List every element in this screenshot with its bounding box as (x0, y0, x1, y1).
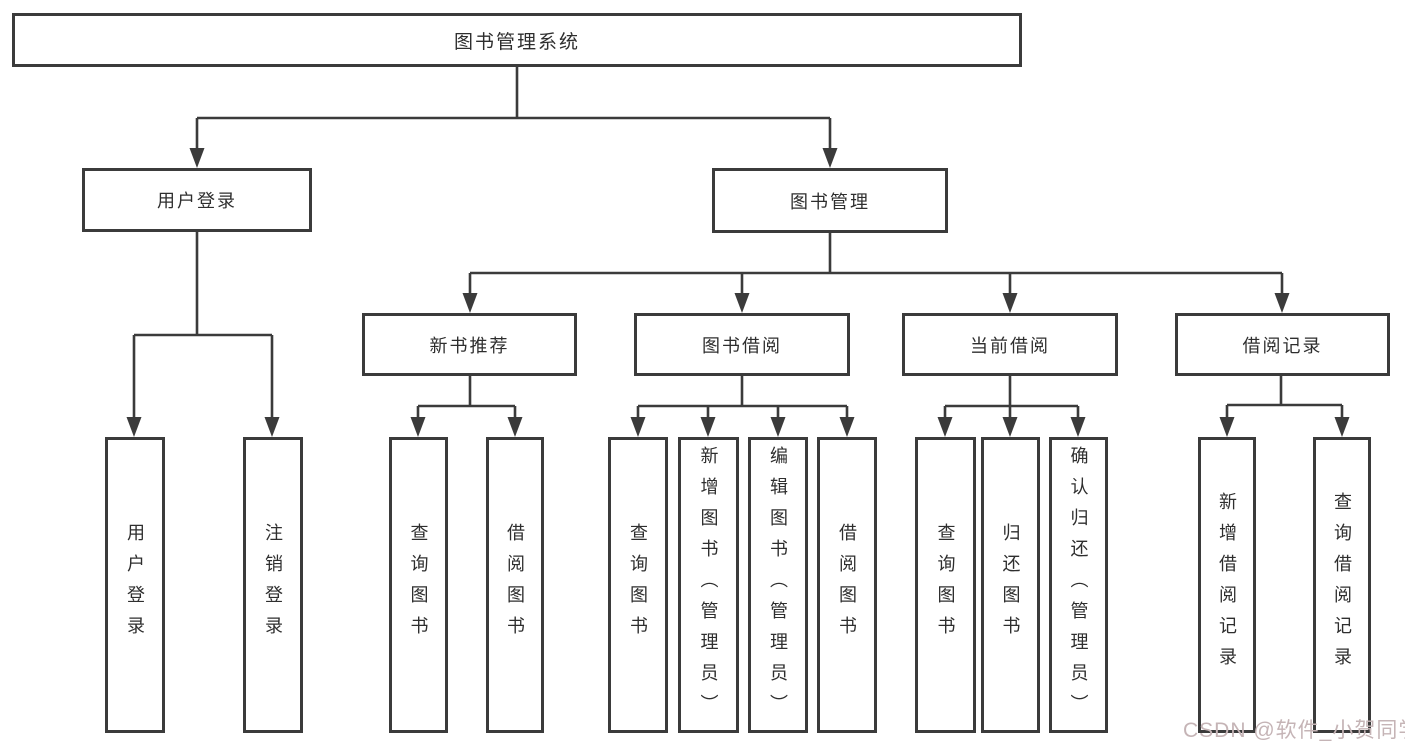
leaf-bb-query-book: 查询图书 (608, 437, 668, 733)
leaf-bb-borrow-book: 借阅图书 (817, 437, 877, 733)
node-current-borrow-label: 当前借阅 (970, 335, 1050, 356)
leaf-bb-add-book-admin-label: 新增图书（管理员） (698, 445, 719, 725)
leaf-nbr-borrow-book: 借阅图书 (486, 437, 544, 733)
node-root-system: 图书管理系统 (12, 13, 1022, 67)
node-borrow-record: 借阅记录 (1175, 313, 1390, 376)
leaf-br-add-record: 新增借阅记录 (1198, 437, 1256, 733)
leaf-bb-query-book-label: 查询图书 (628, 523, 648, 647)
node-new-book-recommend: 新书推荐 (362, 313, 577, 376)
leaf-cb-query-book-label: 查询图书 (935, 523, 956, 647)
node-book-borrow-label: 图书借阅 (702, 335, 782, 356)
leaf-nbr-borrow-book-label: 借阅图书 (505, 523, 525, 647)
leaf-cb-return-book: 归还图书 (981, 437, 1040, 733)
node-user-login-label: 用户登录 (157, 191, 237, 211)
leaf-cb-confirm-return-admin-label: 确认归还（管理员） (1068, 445, 1089, 725)
node-borrow-record-label: 借阅记录 (1242, 335, 1323, 356)
leaf-logout: 注销登录 (243, 437, 303, 733)
csdn-watermark: CSDN @软件_小贺同学 (1183, 719, 1405, 742)
leaf-bb-add-book-admin: 新增图书（管理员） (678, 437, 739, 733)
node-user-login: 用户登录 (82, 168, 312, 232)
leaf-bb-edit-book-admin-label: 编辑图书（管理员） (768, 445, 788, 725)
leaf-user-login-label: 用户登录 (125, 523, 145, 647)
leaf-cb-query-book: 查询图书 (915, 437, 976, 733)
leaf-nbr-query-book-label: 查询图书 (408, 523, 429, 647)
leaf-bb-edit-book-admin: 编辑图书（管理员） (748, 437, 808, 733)
leaf-br-query-record-label: 查询借阅记录 (1332, 492, 1352, 678)
leaf-user-login: 用户登录 (105, 437, 165, 733)
leaf-br-query-record: 查询借阅记录 (1313, 437, 1371, 733)
leaf-logout-label: 注销登录 (263, 523, 283, 647)
leaf-cb-confirm-return-admin: 确认归还（管理员） (1049, 437, 1108, 733)
node-book-borrow: 图书借阅 (634, 313, 850, 376)
leaf-nbr-query-book: 查询图书 (389, 437, 448, 733)
leaf-cb-return-book-label: 归还图书 (1000, 523, 1021, 647)
node-current-borrow: 当前借阅 (902, 313, 1118, 376)
leaf-br-add-record-label: 新增借阅记录 (1217, 492, 1237, 678)
node-book-management-label: 图书管理 (790, 191, 870, 212)
leaf-bb-borrow-book-label: 借阅图书 (837, 523, 857, 647)
node-root-system-label: 图书管理系统 (453, 31, 580, 53)
node-new-book-recommend-label: 新书推荐 (429, 335, 510, 356)
node-book-management: 图书管理 (712, 168, 948, 233)
